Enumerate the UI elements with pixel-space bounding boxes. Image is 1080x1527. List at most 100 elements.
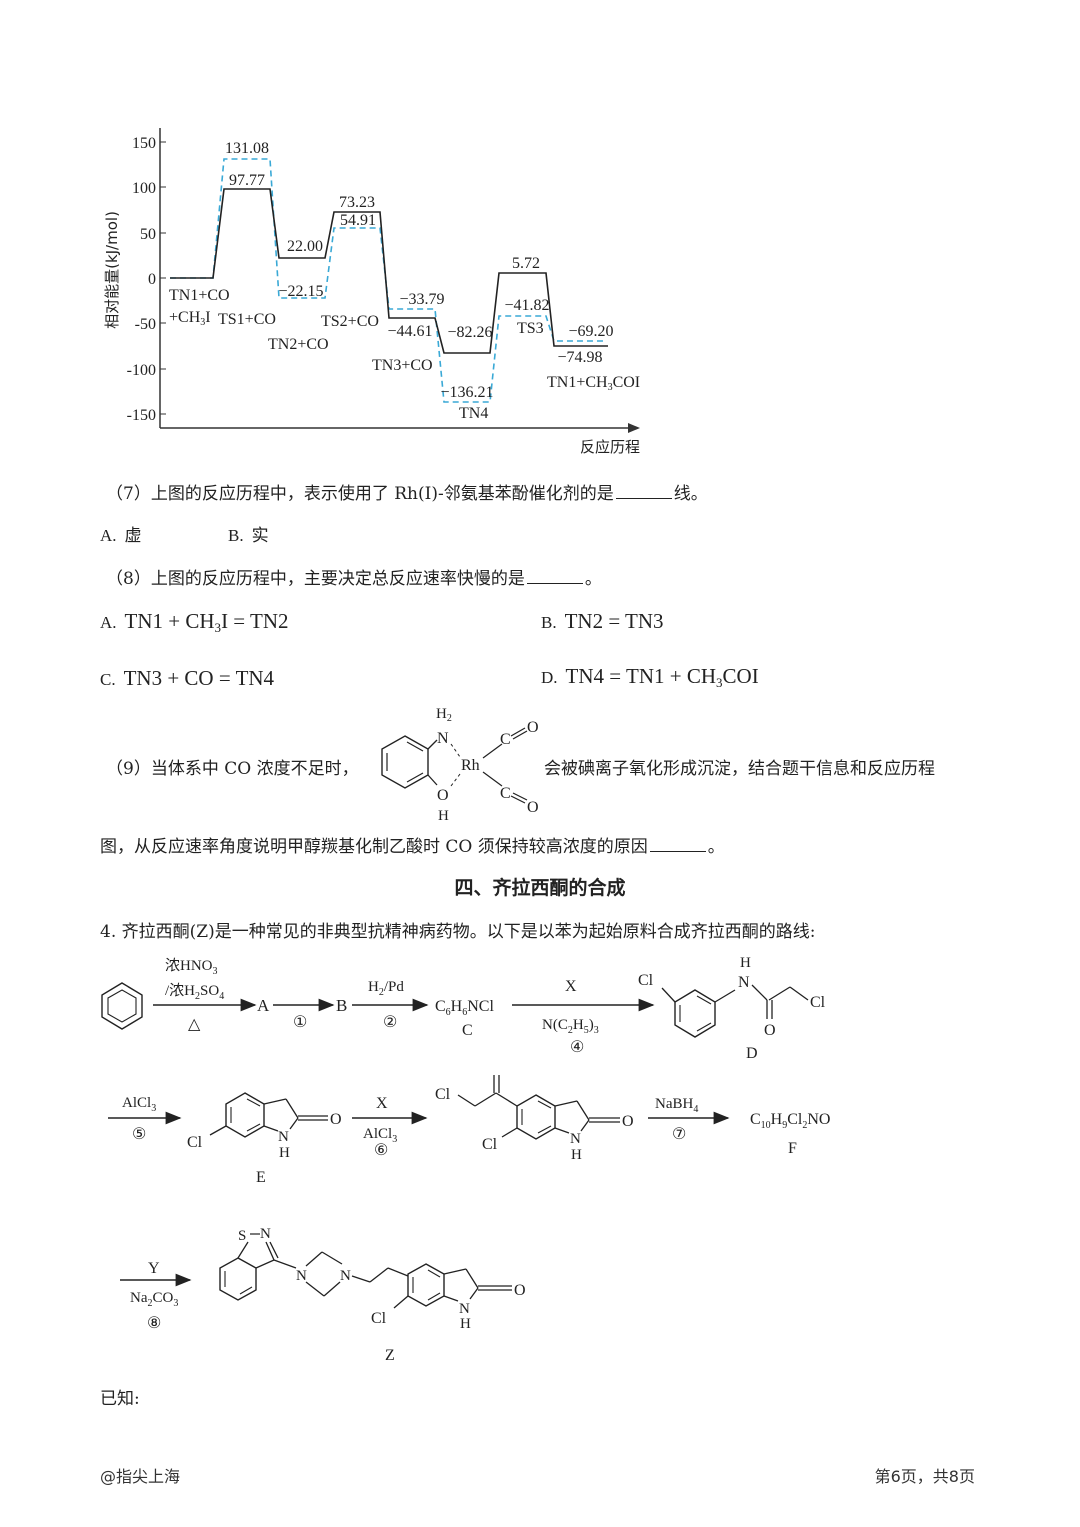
synthesis-row-1: 浓HNO3 /浓H2SO4 △ A ① B H2/Pd ② C6H6NCl C … — [101, 955, 826, 1062]
ytick: 50 — [140, 226, 156, 243]
svg-text:H: H — [438, 808, 449, 823]
svg-text:22.00: 22.00 — [287, 238, 323, 255]
answer-blank[interactable] — [649, 837, 706, 852]
question-4-intro: 4. 齐拉西酮(Z)是一种常见的非典型抗精神病药物。以下是以苯为起始原料合成齐拉… — [100, 922, 816, 942]
svg-text:131.08: 131.08 — [225, 140, 269, 157]
energy-profile-chart: 150 100 50 0 -50 -100 -150 相对能量(kJ/mol) … — [103, 128, 640, 456]
svg-text:N: N — [296, 1268, 307, 1284]
svg-text:97.77: 97.77 — [229, 172, 265, 189]
svg-text:X: X — [565, 978, 577, 995]
svg-text:H: H — [571, 1147, 582, 1163]
y-axis-label: 相对能量(kJ/mol) — [103, 211, 121, 329]
svg-text:O: O — [514, 1282, 526, 1299]
q7-option-b[interactable]: B.实 — [228, 526, 269, 546]
q8-option-c[interactable]: C.TN3 + CO = TN4 — [100, 666, 275, 690]
svg-text:②: ② — [383, 1014, 397, 1031]
svg-text:N(C2H5)3: N(C2H5)3 — [542, 1017, 599, 1036]
svg-text:C6H6NCl: C6H6NCl — [435, 998, 494, 1018]
svg-text:D: D — [746, 1045, 758, 1062]
svg-text:−41.82: −41.82 — [504, 297, 549, 314]
question-7-text: （7）上图的反应历程中，表示使用了 Rh(Ⅰ)-邻氨基苯酚催化剂的是 — [106, 484, 614, 504]
svg-text:H: H — [279, 1145, 290, 1161]
svg-text:−44.61: −44.61 — [387, 323, 432, 340]
svg-text:−82.26: −82.26 — [447, 324, 492, 341]
state-labels: TN1+CO +CH3I TS1+CO TN2+CO TS2+CO TN3+CO… — [169, 287, 640, 422]
svg-text:⑥: ⑥ — [374, 1142, 388, 1159]
svg-text:−22.15: −22.15 — [278, 283, 323, 300]
question-7: （7）上图的反应历程中，表示使用了 Rh(Ⅰ)-邻氨基苯酚催化剂的是线。 — [106, 484, 708, 504]
question-9-line1b: 会被碘离子氧化形成沉淀，结合题干信息和反应历程 — [544, 759, 935, 779]
question-8-text: （8）上图的反应历程中，主要决定总反应速率快慢的是 — [106, 569, 525, 589]
svg-text:−136.21: −136.21 — [440, 384, 493, 401]
svg-text:Cl: Cl — [482, 1136, 498, 1153]
svg-text:Y: Y — [148, 1260, 160, 1277]
svg-text:N: N — [738, 974, 750, 991]
q7-option-a[interactable]: A.虚 — [100, 526, 142, 546]
svg-text:Cl: Cl — [435, 1086, 451, 1103]
svg-text:H2/Pd: H2/Pd — [368, 979, 404, 998]
svg-text:O: O — [622, 1113, 634, 1130]
svg-text:A: A — [257, 996, 270, 1015]
svg-text:−74.98: −74.98 — [557, 349, 602, 366]
svg-text:O: O — [764, 1022, 776, 1039]
svg-text:Na2CO3: Na2CO3 — [130, 1290, 178, 1309]
svg-text:C: C — [500, 731, 511, 748]
svg-text:Cl: Cl — [187, 1134, 203, 1151]
footer-page-number: 第6页，共8页 — [874, 1467, 975, 1486]
svg-text:73.23: 73.23 — [339, 194, 375, 211]
svg-text:TS3: TS3 — [517, 320, 544, 337]
ytick: -100 — [127, 362, 156, 379]
svg-text:⑦: ⑦ — [672, 1126, 686, 1143]
svg-text:N: N — [278, 1129, 289, 1145]
q8-option-b[interactable]: B.TN2 = TN3 — [541, 609, 664, 633]
svg-text:⑧: ⑧ — [147, 1315, 161, 1332]
svg-text:N: N — [340, 1268, 351, 1284]
svg-text:C: C — [500, 785, 511, 802]
x-axis: 反应历程 — [160, 423, 640, 456]
question-9-line1a: （9）当体系中 CO 浓度不足时， — [106, 759, 359, 779]
svg-text:O: O — [437, 787, 449, 804]
known-label: 已知: — [100, 1389, 140, 1409]
svg-text:NaBH4: NaBH4 — [655, 1096, 698, 1115]
ytick: 0 — [148, 271, 156, 288]
svg-text:C10H9Cl2NO: C10H9Cl2NO — [750, 1111, 830, 1131]
svg-text:△: △ — [188, 1016, 201, 1033]
synthesis-row-3: Y Na2CO3 ⑧ S N N N O — [120, 1226, 526, 1364]
svg-text:TN4: TN4 — [459, 405, 488, 422]
svg-text:TN1+CH3COI: TN1+CH3COI — [547, 374, 640, 393]
svg-text:Cl: Cl — [810, 994, 826, 1011]
svg-text:N: N — [570, 1131, 581, 1147]
svg-text:X: X — [376, 1095, 388, 1112]
svg-text:B: B — [336, 996, 347, 1015]
svg-text:Cl: Cl — [638, 972, 654, 989]
svg-text:H: H — [460, 1316, 471, 1332]
svg-text:TN3+CO: TN3+CO — [372, 357, 433, 374]
svg-text:S: S — [238, 1228, 246, 1244]
svg-text:O: O — [527, 719, 539, 736]
svg-text:N: N — [437, 730, 449, 747]
svg-text:/浓H2SO4: /浓H2SO4 — [165, 982, 224, 1002]
answer-blank[interactable] — [615, 484, 672, 499]
q8-option-d[interactable]: D.TN4 = TN1 + CH3COI — [541, 664, 759, 690]
q8-option-a[interactable]: A.TN1 + CH3I = TN2 — [100, 609, 289, 635]
solid-series — [170, 188, 608, 354]
section-title: 四、齐拉西酮的合成 — [454, 877, 626, 899]
chloroacetyl-oxindole-structure: O Cl O N H Cl — [435, 1075, 634, 1163]
svg-text:④: ④ — [570, 1039, 584, 1056]
svg-text:E: E — [256, 1169, 266, 1186]
ziprasidone-structure: S N N N O N H Cl — [219, 1226, 526, 1332]
benzene-structure — [101, 982, 143, 1030]
svg-text:H2: H2 — [436, 708, 452, 724]
answer-blank[interactable] — [526, 569, 583, 584]
svg-text:浓HNO3: 浓HNO3 — [165, 957, 218, 977]
ytick: 100 — [132, 180, 156, 197]
question-9-line2: 图，从反应速率角度说明甲醇羰基化制乙酸时 CO 须保持较高浓度的原因。 — [100, 837, 725, 857]
y-axis: 150 100 50 0 -50 -100 -150 相对能量(kJ/mol) — [103, 128, 166, 428]
svg-text:N: N — [459, 1301, 470, 1317]
svg-text:5.72: 5.72 — [512, 255, 540, 272]
ytick: -150 — [127, 407, 156, 424]
svg-text:−69.20: −69.20 — [568, 323, 613, 340]
svg-text:AlCl3: AlCl3 — [363, 1126, 397, 1145]
svg-text:F: F — [788, 1140, 797, 1157]
rh-complex-structure: H2 N Rh O H C O C O — [381, 708, 539, 823]
